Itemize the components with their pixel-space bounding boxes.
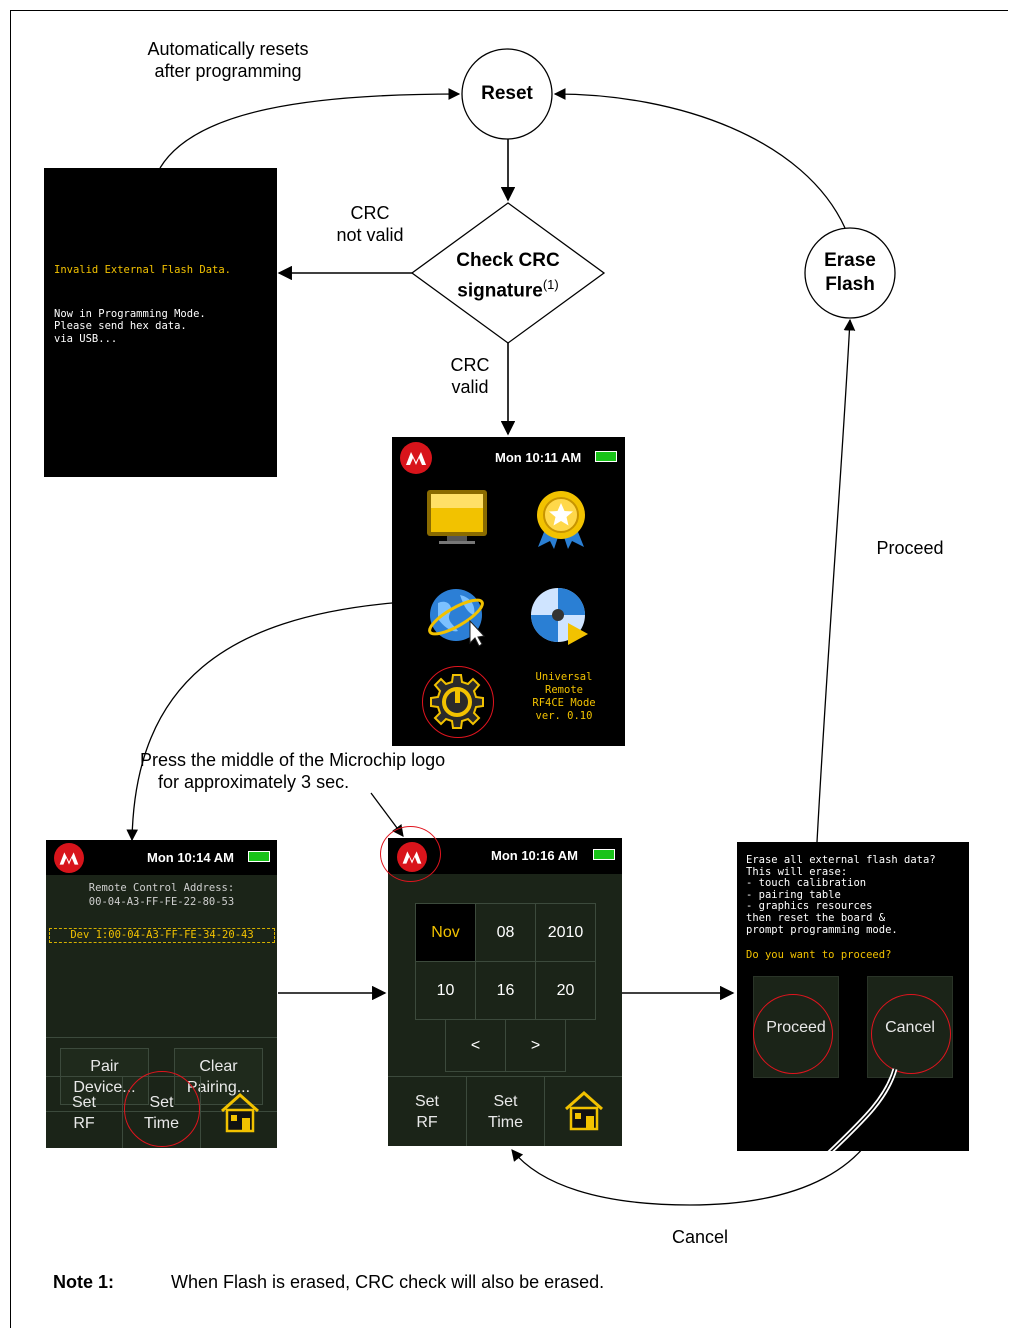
settings-highlight-ring (422, 666, 494, 738)
home-menu-screen: Mon 10:11 AM Universal Re (392, 437, 625, 746)
cancel-highlight-ring (871, 994, 951, 1074)
logo-press-highlight-ring (380, 826, 441, 882)
erase-line-6: then reset the board & (746, 911, 886, 924)
crc-invalid-line1: CRC (350, 203, 390, 223)
figure-frame (10, 10, 1008, 1328)
crc-valid-line2: valid (451, 377, 489, 397)
crc-label-line2: signature (457, 280, 543, 302)
auto-reset-line1: Automatically resets (147, 39, 309, 59)
footnote-text: When Flash is erased, CRC check will als… (171, 1272, 605, 1292)
crc-decision-node: Check CRC signature(1) (428, 249, 588, 303)
year-field[interactable]: 2010 (535, 903, 596, 962)
crc-invalid-label: CRC not valid (320, 202, 420, 246)
version-info-line4: ver. 0.10 (535, 710, 593, 722)
microchip-logo[interactable] (400, 442, 432, 474)
pair-device-line2: Device... (73, 1078, 136, 1096)
erase-line-7: prompt programming mode. (746, 923, 898, 936)
month-field[interactable]: Nov (415, 903, 476, 962)
press-logo-line2: for approximately 3 sec. (158, 772, 350, 792)
erase-label-line1: Erase (824, 250, 876, 271)
erase-line-2: This will erase: (746, 865, 848, 878)
battery-icon (595, 451, 617, 462)
programming-mode-screen: Invalid External Flash Data. Now in Prog… (44, 168, 277, 477)
programming-line-send: Please send hex data. (54, 320, 187, 332)
divider (46, 1037, 277, 1038)
set-rf-line1: Set (71, 1093, 96, 1111)
press-logo-label: Press the middle of the Microchip logo f… (140, 749, 530, 793)
media-disc-icon[interactable] (528, 585, 594, 647)
erase-flash-node: Erase Flash (805, 249, 895, 297)
set-time-tab[interactable]: Set Time (467, 1076, 545, 1146)
crc-footnote-ref: (1) (542, 277, 559, 292)
cancel-edge-label: Cancel (671, 1227, 729, 1247)
day-field[interactable]: 08 (475, 903, 536, 962)
set-rf-line2: RF (73, 1114, 95, 1132)
erase-line-1: Erase all external flash data? (746, 854, 936, 866)
paired-device-entry[interactable]: Dev 1:00-04-A3-FF-FE-34-20-43 (49, 928, 275, 943)
footnote-label: Note 1: (53, 1272, 115, 1292)
erase-label-line2: Flash (825, 274, 875, 295)
cancel-path-marker (827, 1068, 898, 1151)
status-bar (46, 840, 277, 875)
battery-icon (248, 851, 270, 862)
set-rf-line1: Set (414, 1092, 439, 1110)
crc-valid-label: CRC valid (430, 354, 510, 398)
crc-valid-line1: CRC (450, 355, 490, 375)
second-field[interactable]: 20 (535, 961, 596, 1020)
set-time-screen: Mon 10:16 AM Nov 08 2010 10 16 20 < > Se… (388, 838, 622, 1146)
auto-reset-line2: after programming (154, 61, 302, 81)
crc-invalid-line2: not valid (336, 225, 404, 245)
programming-line-usb: via USB... (54, 333, 118, 345)
version-info-line3: RF4CE Mode (532, 697, 596, 709)
version-info-line2: Remote (545, 684, 583, 696)
erase-text-block: Erase all external flash data? This will… (746, 854, 936, 936)
programming-line-mode: Now in Programming Mode. (54, 308, 206, 320)
status-clock: Mon 10:11 AM (495, 450, 582, 465)
erase-line-5: - graphics resources (746, 900, 873, 913)
set-time-line1: Set (493, 1092, 518, 1110)
erase-line-3: - touch calibration (746, 877, 867, 890)
set-rf-line2: RF (416, 1113, 438, 1131)
remote-address-value: 00-04-A3-FF-FE-22-80-53 (88, 896, 235, 908)
pairing-screen: Mon 10:14 AM Remote Control Address: 00-… (46, 840, 277, 1148)
favorites-award-icon[interactable] (528, 485, 594, 551)
auto-reset-label: Automatically resets after programming (118, 38, 338, 82)
erase-line-4: - pairing table (746, 888, 841, 901)
press-logo-line1: Press the middle of the Microchip logo (140, 750, 446, 770)
reset-node: Reset (481, 83, 533, 104)
status-clock: Mon 10:14 AM (147, 850, 234, 865)
pair-device-line1: Pair (90, 1057, 119, 1075)
internet-globe-icon[interactable] (426, 585, 488, 647)
set-time-highlight-ring (124, 1071, 200, 1147)
battery-icon (593, 849, 615, 860)
minute-field[interactable]: 16 (475, 961, 536, 1020)
erase-confirm-screen: Erase all external flash data? This will… (737, 842, 969, 1151)
set-time-line2: Time (488, 1113, 523, 1131)
programming-line-invalid: Invalid External Flash Data. (54, 264, 232, 276)
version-info: Universal Remote RF4CE Mode ver. 0.10 (522, 671, 606, 723)
footnote: Note 1: When Flash is erased, CRC check w… (53, 1272, 604, 1293)
proceed-highlight-ring (753, 994, 833, 1074)
status-clock: Mon 10:16 AM (491, 848, 578, 863)
set-rf-tab[interactable]: Set RF (388, 1076, 467, 1146)
next-button[interactable]: > (505, 1019, 566, 1072)
crc-label-line1: Check CRC (456, 250, 560, 271)
prev-button[interactable]: < (445, 1019, 506, 1072)
hour-field[interactable]: 10 (415, 961, 476, 1020)
clear-pairing-line1: Clear (199, 1057, 238, 1075)
set-rf-tab[interactable]: Set RF (46, 1076, 123, 1148)
proceed-edge-label: Proceed (876, 538, 944, 558)
home-icon[interactable] (218, 1091, 262, 1133)
remote-address-title: Remote Control Address: (88, 882, 235, 894)
clear-pairing-line2: Pairing... (186, 1078, 251, 1096)
microchip-logo[interactable] (54, 843, 84, 873)
tv-icon[interactable] (424, 487, 490, 547)
version-info-line1: Universal (535, 671, 593, 683)
erase-question: Do you want to proceed? (746, 949, 892, 961)
divider (545, 1076, 622, 1077)
home-icon[interactable] (562, 1089, 606, 1131)
